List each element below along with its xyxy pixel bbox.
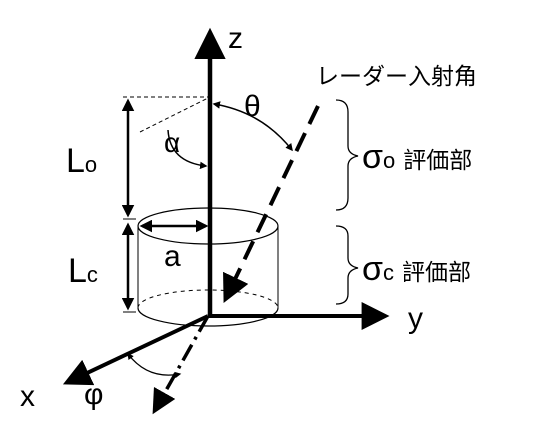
y-axis-label: y [408,302,423,335]
phi-label: φ [84,378,103,411]
sigma-c-subscript: c [383,260,394,285]
lo-label: Lo [66,142,97,180]
sigma-c-text: 評価部 [402,260,471,286]
sigma-o-brace [335,99,359,211]
lc-subscript: c [87,262,98,287]
radar-angle-label: レーダー入射角 [316,64,477,90]
phi-arc [127,352,182,379]
z-axis-label: z [228,22,243,55]
x-axis [62,314,209,386]
lc-main: L [68,252,87,290]
sigma-c-label: σc 評価部 [362,250,471,288]
radar-incidence-line [223,105,320,304]
theta-label: θ [244,90,261,123]
projection-line [152,315,210,415]
x-axis-label: x [20,380,35,413]
sigma-c-symbol: σ [362,250,383,288]
alpha-dashed-line [139,96,211,133]
lo-main: L [66,142,85,180]
alpha-arc [167,129,208,170]
alpha-label: α [164,127,180,158]
sigma-o-symbol: σ [362,138,383,176]
sigma-o-label: σo 評価部 [362,138,472,176]
lc-label: Lc [68,252,98,290]
sigma-o-text: 評価部 [403,148,472,174]
theta-arc [212,101,293,152]
sigma-c-brace [335,225,359,305]
radius-a-label: a [164,240,181,273]
sigma-o-subscript: o [383,148,395,173]
lo-subscript: o [85,152,97,177]
